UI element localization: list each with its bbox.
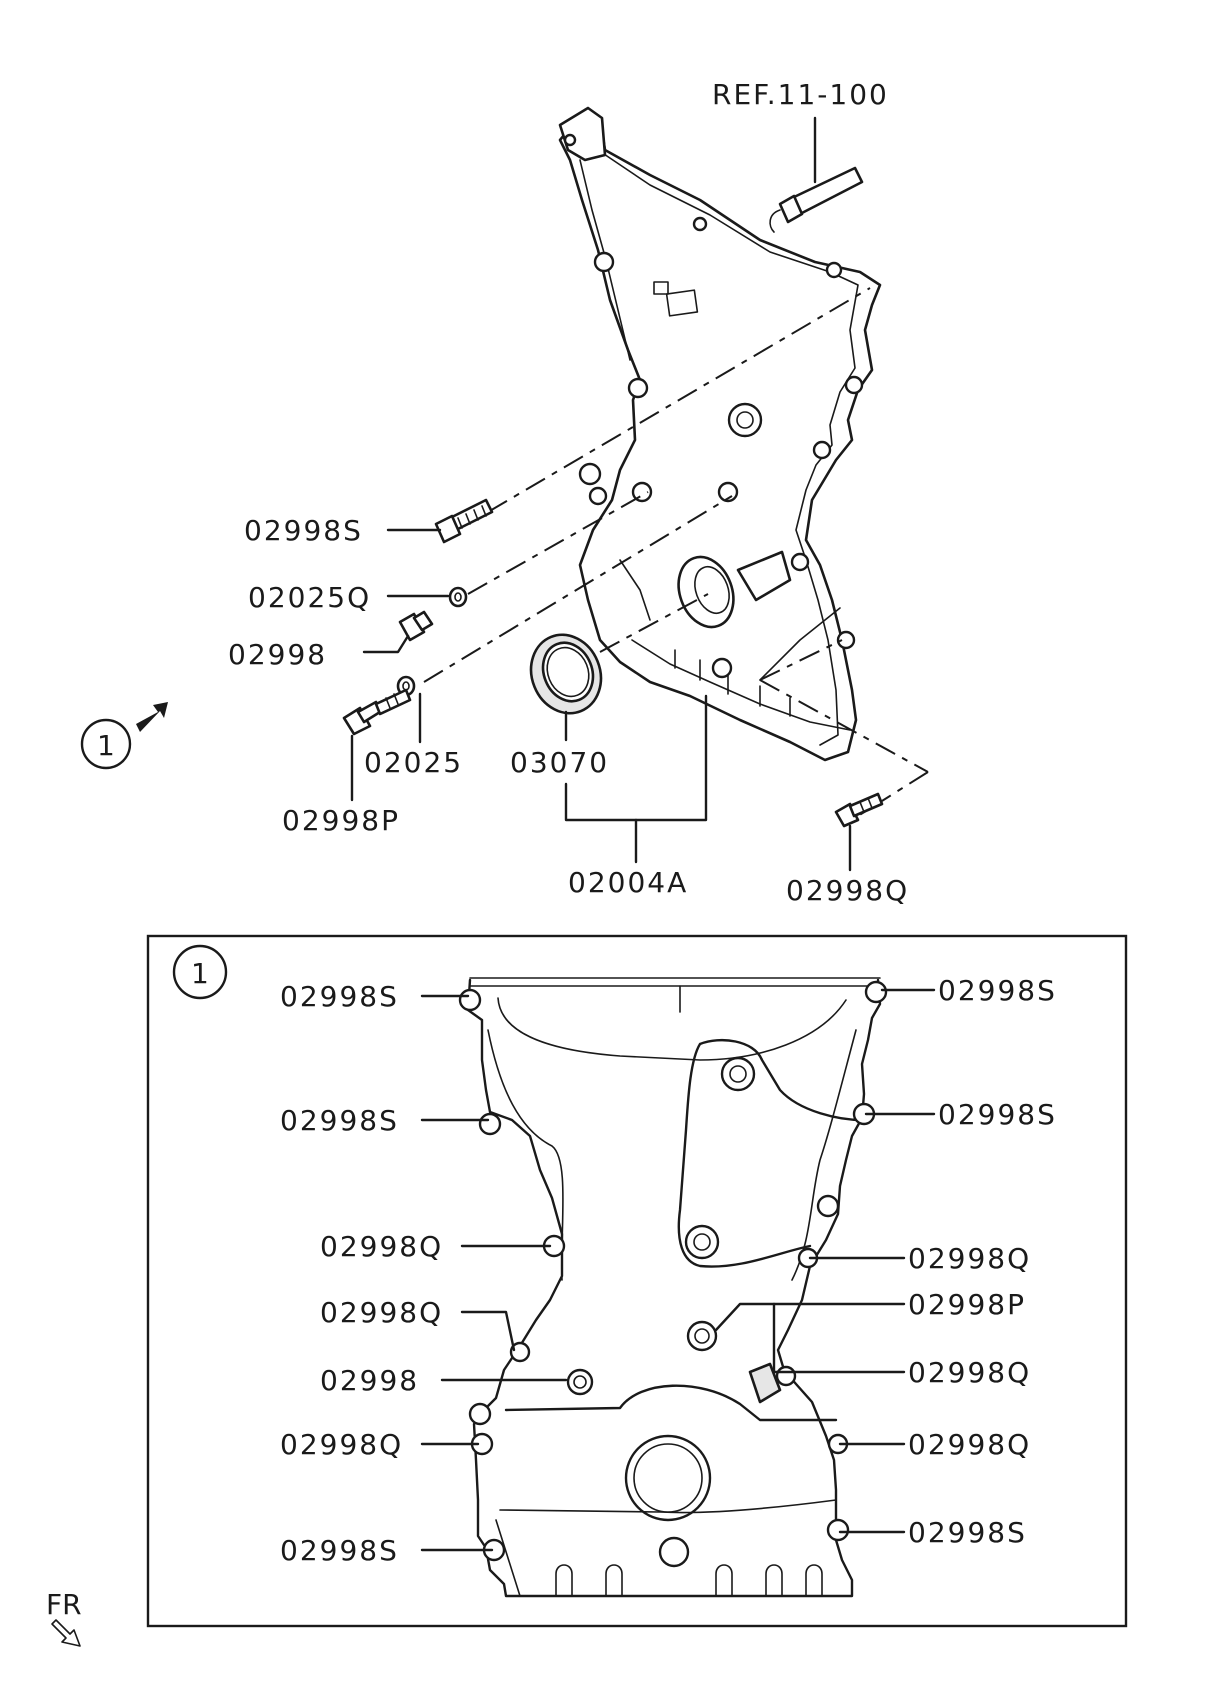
label-oil-seal: 03070 — [510, 746, 609, 779]
detail-right-label-6: 02998Q — [908, 1428, 1031, 1461]
svg-text:1: 1 — [97, 729, 117, 762]
view-callout-marker: 1 — [80, 702, 168, 770]
svg-text:FR: FR — [46, 1588, 82, 1621]
oil-seal-03070-icon — [529, 633, 603, 715]
detail-right-label-3: 02998Q — [908, 1242, 1031, 1275]
bolt-02998s-icon — [434, 498, 494, 544]
label-bolt-long: 02998P — [282, 804, 400, 837]
detail-left-label-7: 02998S — [280, 1534, 399, 1567]
bolt-02998-icon — [398, 610, 434, 642]
label-bolt-lower-right: 02998Q — [786, 874, 909, 907]
svg-text:1: 1 — [191, 957, 211, 990]
washer-02025q-icon — [448, 586, 468, 608]
sealant-tube-icon — [769, 116, 864, 233]
timing-cover-front-view — [458, 977, 888, 1598]
detail-right-label-7: 02998S — [908, 1516, 1027, 1549]
detail-view-frame — [146, 934, 1128, 1628]
detail-left-label-5: 02998 — [320, 1364, 419, 1397]
detail-left-label-2: 02998S — [280, 1104, 399, 1137]
label-washer-upper: 02025Q — [248, 581, 371, 614]
bolt-02998p-icon — [342, 688, 412, 736]
detail-right-label-2: 02998S — [938, 1098, 1057, 1131]
label-bolt-short: 02998 — [228, 638, 327, 671]
detail-left-label-6: 02998Q — [280, 1428, 403, 1461]
bolt-02998q-icon — [834, 792, 884, 828]
front-direction-marker: FR — [46, 1588, 82, 1647]
timing-chain-case — [558, 106, 882, 762]
exploded-leader-lines — [350, 528, 852, 872]
reference-label: REF.11-100 — [712, 78, 889, 111]
detail-left-label-3: 02998Q — [320, 1230, 443, 1263]
label-bolt-upper: 02998S — [244, 514, 363, 547]
detail-leader-lines — [420, 988, 936, 1552]
detail-view-marker: 1 — [172, 944, 228, 1000]
detail-right-label-1: 02998S — [938, 974, 1057, 1007]
detail-right-label-4: 02998P — [908, 1288, 1026, 1321]
detail-right-label-5: 02998Q — [908, 1356, 1031, 1389]
label-washer-lower: 02025 — [364, 746, 463, 779]
label-cover-assy: 02004A — [568, 866, 688, 899]
detail-left-label-4: 02998Q — [320, 1296, 443, 1329]
detail-left-label-1: 02998S — [280, 980, 399, 1013]
assembly-dash-lines — [423, 287, 929, 817]
